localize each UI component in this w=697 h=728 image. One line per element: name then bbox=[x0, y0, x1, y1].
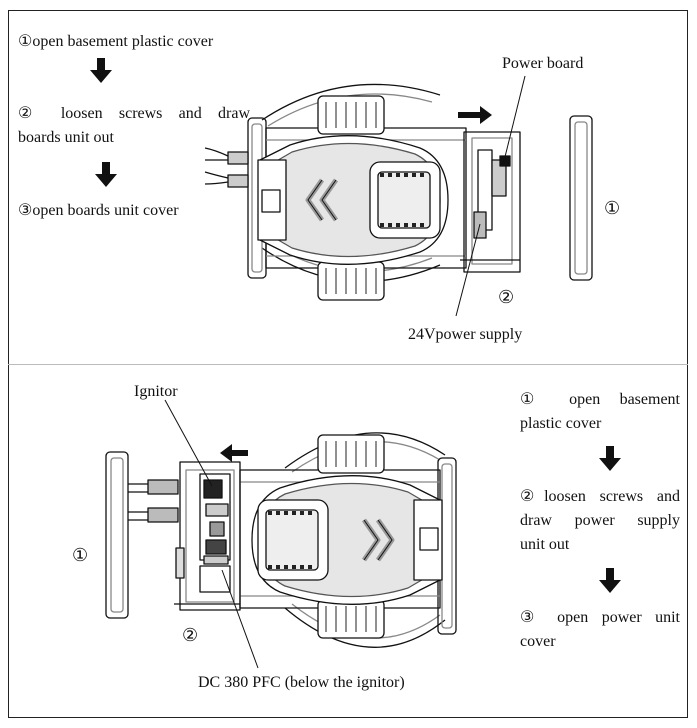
pfc-label: DC 380 PFC (below the ignitor) bbox=[198, 674, 405, 691]
top-step-2-cont: boards unit out bbox=[18, 129, 114, 146]
callout-number-2: ② bbox=[182, 625, 199, 645]
down-arrow-icon bbox=[599, 568, 621, 593]
down-arrow-icon bbox=[599, 446, 621, 471]
callout-number-1: ① bbox=[604, 198, 621, 218]
ignitor-label: Ignitor bbox=[134, 383, 178, 400]
top-step-1: ①open basement plastic cover bbox=[18, 33, 214, 50]
top-fixture-illustration bbox=[204, 75, 593, 317]
bottom-step-2-cont: draw power supply bbox=[520, 512, 680, 529]
section-divider bbox=[8, 364, 688, 365]
down-arrow-icon bbox=[95, 162, 117, 187]
callout-number-2: ② bbox=[498, 287, 515, 307]
power-board-label: Power board bbox=[502, 55, 584, 72]
down-arrow-icon bbox=[90, 58, 112, 83]
bottom-step-3-cont: cover bbox=[520, 633, 556, 650]
bottom-step-3: ③ open power unit bbox=[520, 609, 680, 626]
callout-number-1: ① bbox=[72, 545, 89, 565]
power-supply-label: 24Vpower supply bbox=[408, 326, 523, 343]
top-step-2: ② loosen screws and draw bbox=[18, 105, 250, 122]
bottom-step-2-end: unit out bbox=[520, 536, 570, 553]
bottom-fixture-illustration bbox=[105, 399, 457, 669]
bottom-step-2: ②loosen screws and bbox=[520, 488, 680, 505]
bottom-step-1: ① open basement bbox=[520, 391, 680, 408]
top-step-3: ③open boards unit cover bbox=[18, 202, 179, 219]
bottom-step-1-cont: plastic cover bbox=[520, 415, 602, 432]
